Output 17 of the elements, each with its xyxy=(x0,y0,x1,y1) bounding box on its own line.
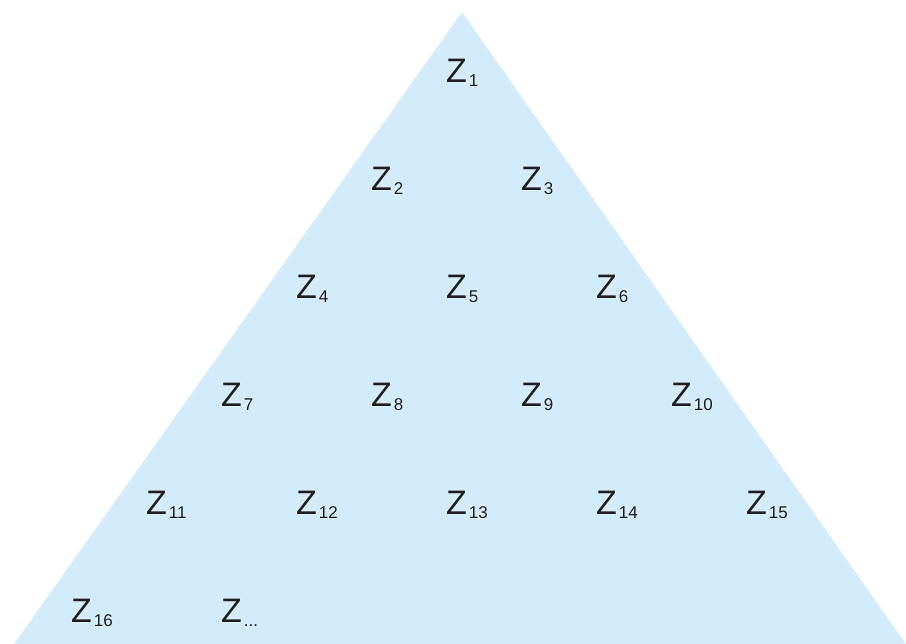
variable-label: Z$_{3}$ xyxy=(521,162,554,196)
variable-label: Z$_{9}$ xyxy=(521,378,554,412)
variable-label: Z$_{8}$ xyxy=(371,378,404,412)
variable-label: Z$_{6}$ xyxy=(596,270,628,304)
variable-label: Z$_{14}$ xyxy=(596,486,638,520)
variable-label: Z$_{...}$ xyxy=(221,594,258,628)
variable-label: Z$_{11}$ xyxy=(146,486,186,520)
variable-label: Z$_{2}$ xyxy=(371,162,404,196)
variable-label: Z$_{12}$ xyxy=(296,486,338,520)
variable-label: Z$_{5}$ xyxy=(446,270,478,304)
variable-label: Z$_{10}$ xyxy=(671,378,713,412)
variable-label: Z$_{1}$ xyxy=(446,54,478,88)
variable-label: Z$_{15}$ xyxy=(746,486,788,520)
variable-label: Z$_{4}$ xyxy=(296,270,328,304)
variable-label: Z$_{7}$ xyxy=(221,378,254,412)
variable-label: Z$_{13}$ xyxy=(446,486,488,520)
variable-label: Z$_{16}$ xyxy=(71,594,113,628)
